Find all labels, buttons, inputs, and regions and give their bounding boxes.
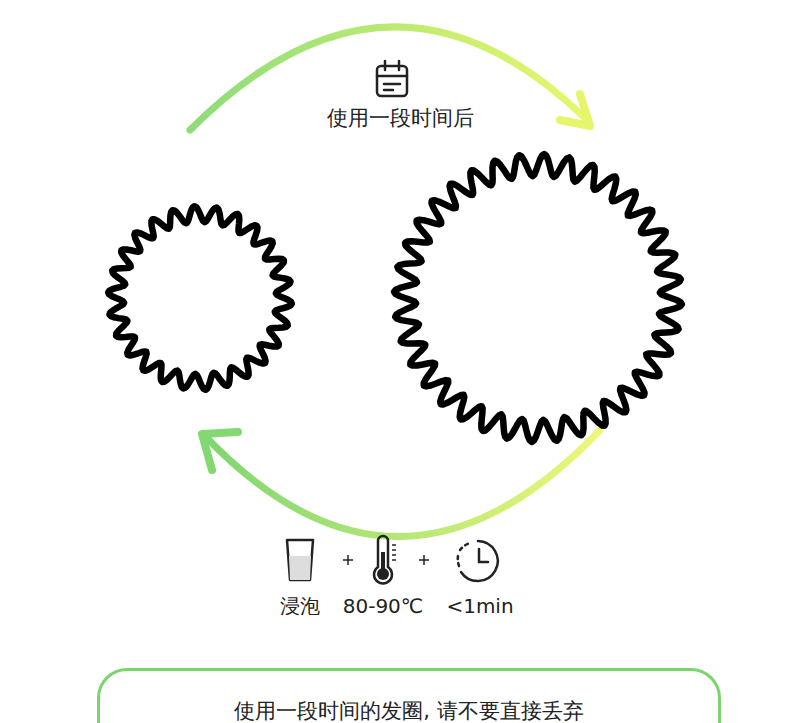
cup-icon — [287, 540, 313, 580]
notice-text: 使用一段时间的发圈, 请不要直接丢弃 — [100, 697, 718, 723]
calendar-icon — [377, 61, 407, 96]
top-arrowhead — [560, 94, 590, 126]
bottom-arrowhead — [202, 432, 238, 470]
plus-sign — [343, 555, 429, 565]
caption-label: 使用一段时间后 — [327, 106, 474, 131]
clock-icon — [458, 541, 498, 581]
thermometer-icon — [374, 536, 396, 583]
caption-label: <1min — [446, 594, 513, 618]
hair-tie-ring — [394, 154, 682, 442]
notice-box: 使用一段时间的发圈, 请不要直接丢弃 — [97, 668, 721, 723]
hair-tie-ring — [108, 206, 292, 390]
bottom-arc-arrow — [205, 430, 600, 537]
caption-label: 浸泡 — [280, 594, 320, 618]
caption-label: 80-90℃ — [343, 594, 424, 618]
